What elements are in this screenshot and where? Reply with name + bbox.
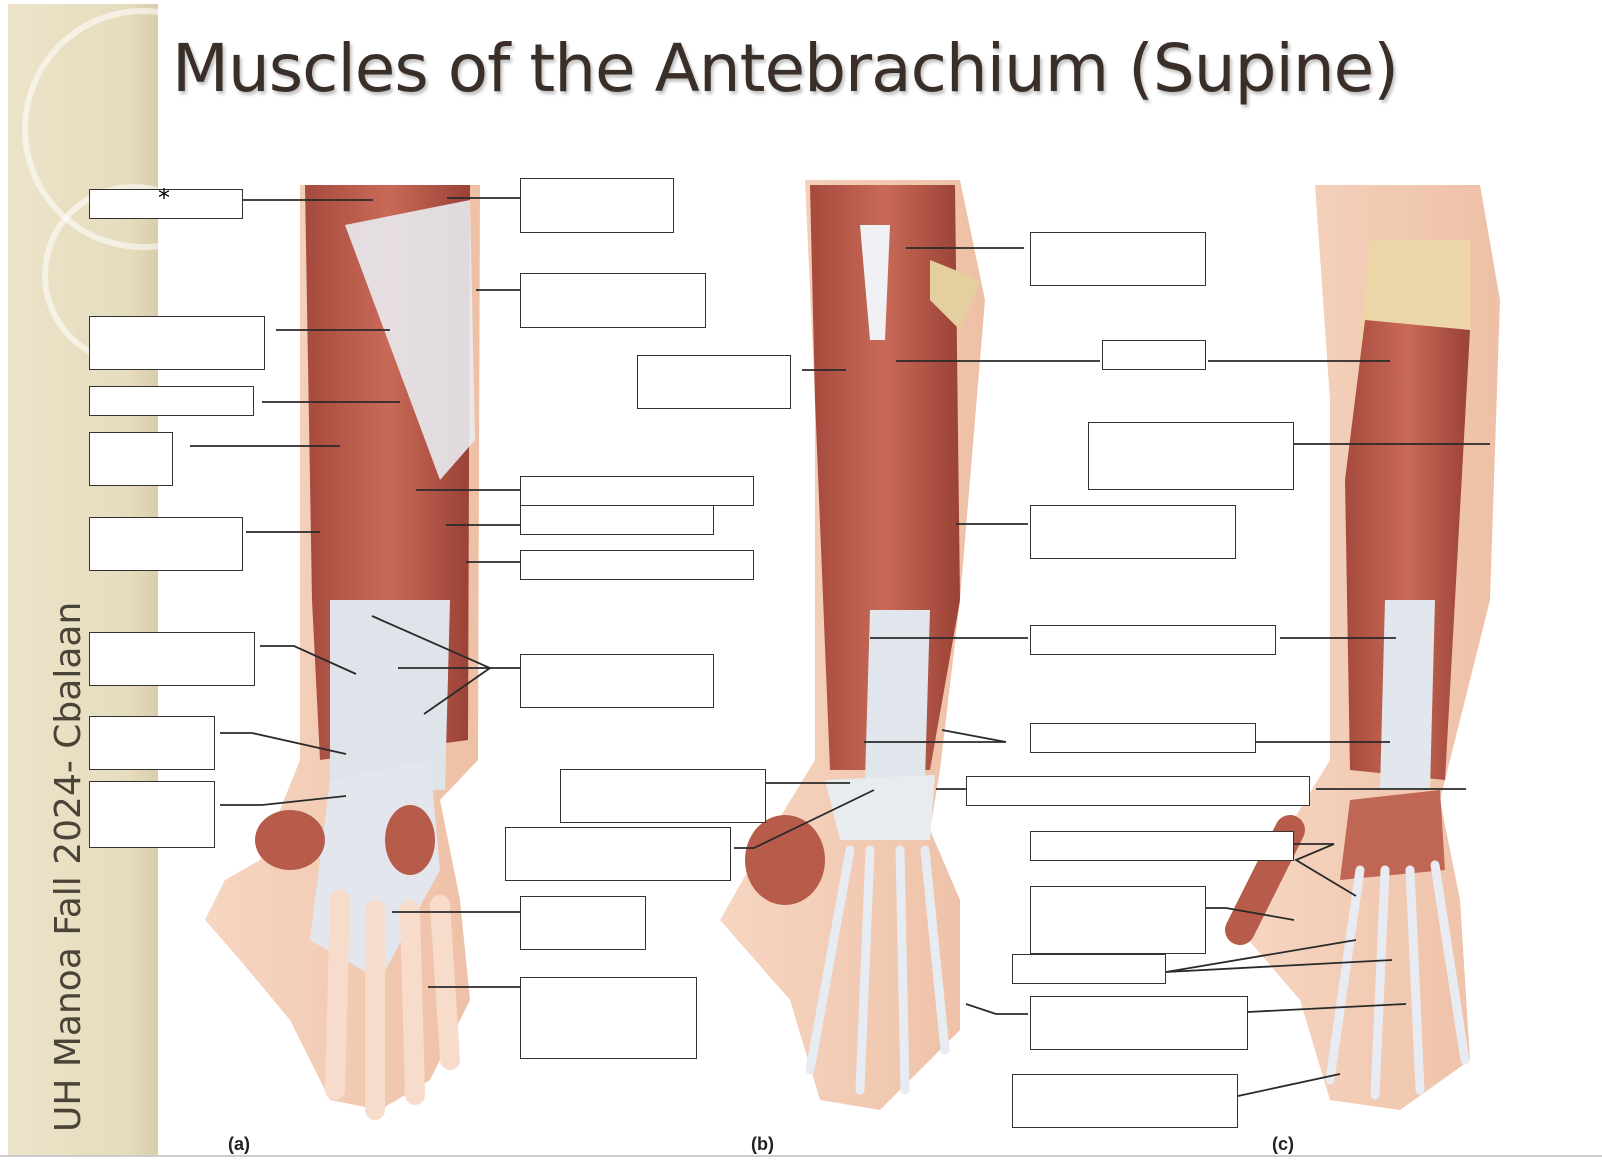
label-box[interactable] [560,769,766,823]
label-box[interactable] [1030,723,1256,753]
label-box[interactable] [1030,886,1206,954]
forearm-c [1225,185,1500,1110]
page-title: Muscles of the Antebrachium (Supine) [172,30,1399,107]
label-box[interactable] [89,781,215,848]
panel-label-a: (a) [228,1134,250,1154]
label-box[interactable] [520,550,754,580]
leader-lines [190,197,1490,1097]
slide-bottom-border [0,1155,1602,1157]
label-box[interactable] [520,977,697,1059]
asterisk-mark: * [158,184,170,212]
label-box[interactable] [89,716,215,770]
label-box[interactable] [520,654,714,708]
label-box[interactable] [89,316,265,370]
panel-label-c: (c) [1272,1134,1294,1154]
label-box[interactable] [89,432,173,486]
label-box[interactable] [520,896,646,950]
label-box[interactable] [1030,831,1294,861]
label-box[interactable] [1102,340,1206,370]
label-box[interactable] [1030,232,1206,286]
label-box[interactable] [520,273,706,328]
label-box[interactable] [89,189,243,219]
forearm-a [205,185,480,1120]
label-box[interactable] [1012,1074,1238,1128]
label-box[interactable] [520,505,714,535]
label-box[interactable] [505,827,731,881]
label-box[interactable] [89,517,243,571]
label-box[interactable] [520,476,754,506]
forearm-b [720,180,985,1110]
label-box[interactable] [1030,625,1276,655]
label-box[interactable] [1030,505,1236,559]
label-box[interactable] [637,355,791,409]
panel-label-b: (b) [751,1134,774,1154]
label-box[interactable] [89,632,255,686]
label-box[interactable] [966,776,1310,806]
label-box[interactable] [520,178,674,233]
label-box[interactable] [89,386,254,416]
label-box[interactable] [1088,422,1294,490]
label-box[interactable] [1030,996,1248,1050]
label-box[interactable] [1012,954,1166,984]
